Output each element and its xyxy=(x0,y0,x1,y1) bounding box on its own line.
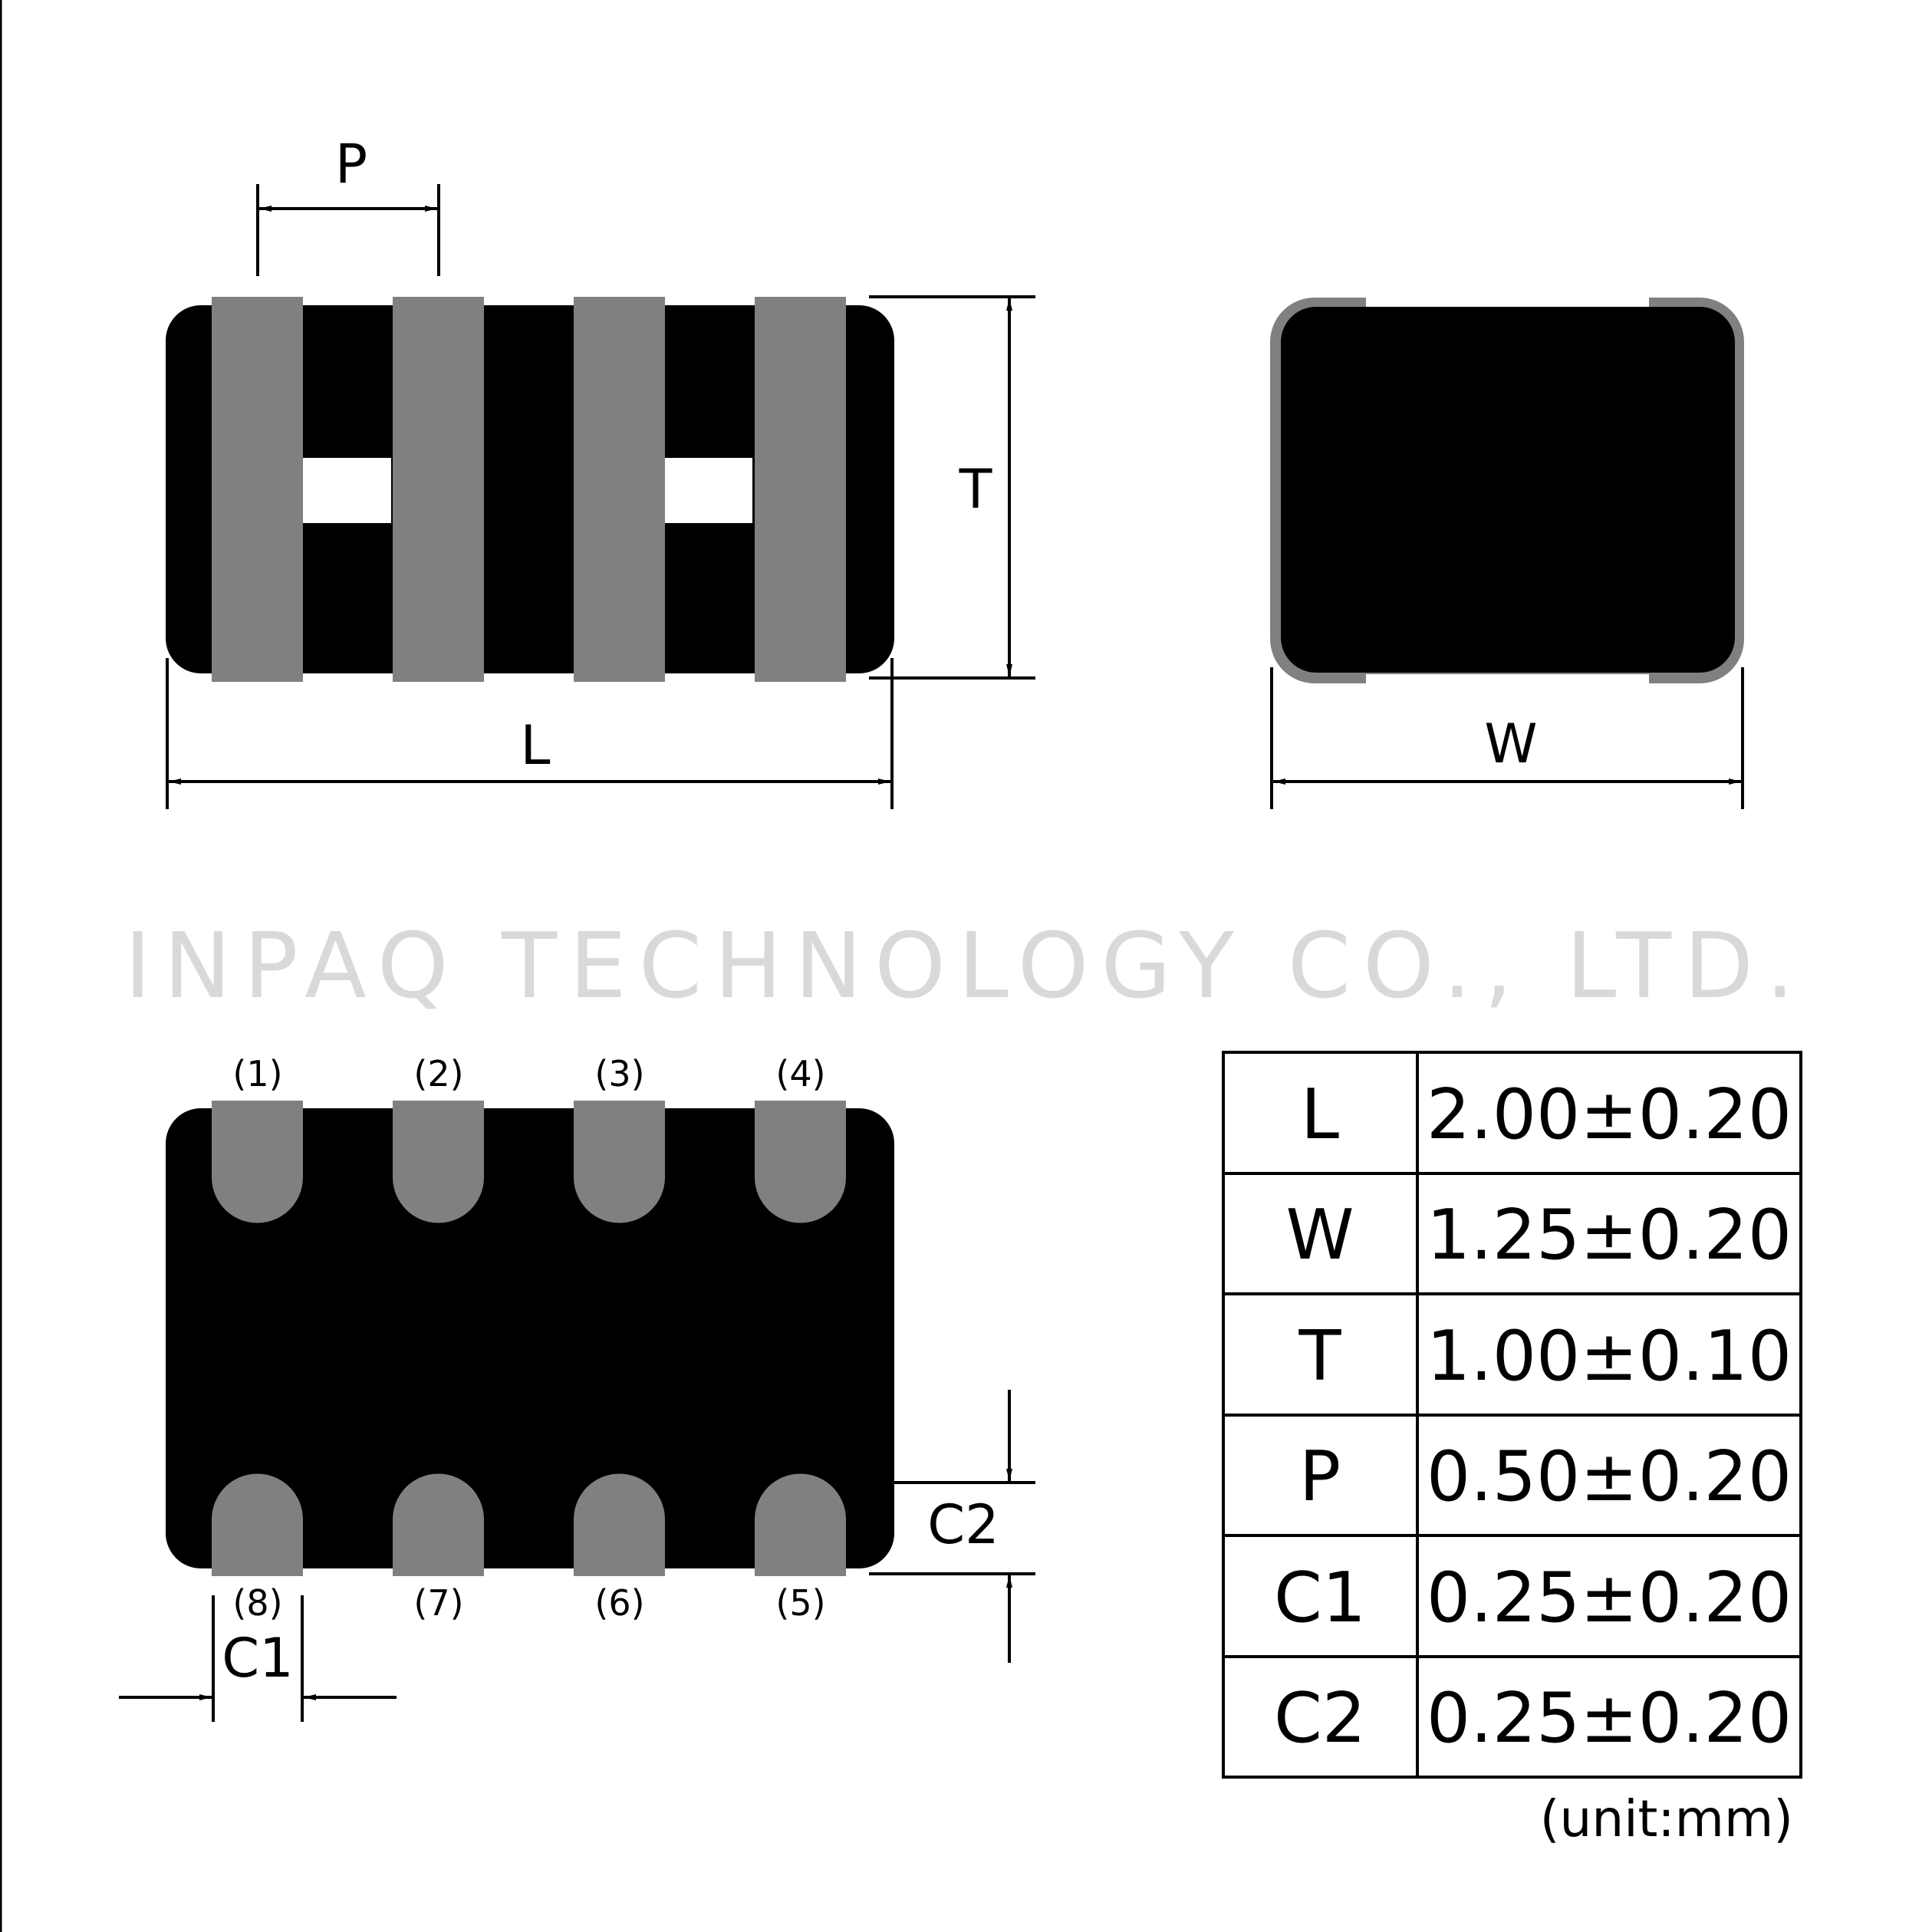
electrode xyxy=(755,297,846,682)
pin-label: (1) xyxy=(232,1053,282,1094)
electrode xyxy=(574,297,665,682)
bottom-view: (1) (2) (3) (4) (8) (7) (6) (5) C1 C2 xyxy=(119,1053,1035,1722)
chip-body xyxy=(166,305,894,673)
end-view: W xyxy=(1270,294,1744,809)
table-value: 1.25±0.20 xyxy=(1427,1195,1792,1275)
gap-window xyxy=(303,458,391,523)
pad-1 xyxy=(212,1101,303,1223)
termination-gap xyxy=(1366,294,1649,308)
table-key: L xyxy=(1301,1075,1339,1155)
chip-body-bottom xyxy=(166,1108,894,1568)
table-value: 0.25±0.20 xyxy=(1427,1678,1792,1759)
table-key: C2 xyxy=(1274,1678,1366,1759)
pad-3 xyxy=(574,1101,665,1223)
label-p: P xyxy=(335,133,367,196)
pad-8 xyxy=(212,1473,303,1576)
pad-7 xyxy=(393,1473,484,1576)
table-key: C1 xyxy=(1274,1558,1366,1638)
watermark-text: INPAQ TECHNOLOGY CO., LTD. xyxy=(124,913,1806,1019)
pin-label: (8) xyxy=(232,1582,282,1624)
pad-6 xyxy=(574,1473,665,1576)
pin-label: (3) xyxy=(594,1053,644,1094)
electrode xyxy=(393,297,484,682)
electrode xyxy=(212,297,303,682)
chip-body-end xyxy=(1281,307,1735,673)
label-c2: C2 xyxy=(927,1493,999,1556)
pad-4 xyxy=(755,1101,846,1223)
termination-gap xyxy=(1366,674,1649,688)
gap-window xyxy=(664,458,752,523)
label-c1: C1 xyxy=(222,1627,293,1690)
pin-label: (2) xyxy=(413,1053,463,1094)
pin-label: (5) xyxy=(775,1582,825,1624)
table-key: P xyxy=(1299,1437,1341,1517)
label-l: L xyxy=(521,714,551,777)
pin-label: (7) xyxy=(413,1582,463,1624)
label-w: W xyxy=(1484,713,1537,775)
pin-label: (6) xyxy=(594,1582,644,1624)
dimension-table: L 2.00±0.20 W 1.25±0.20 T 1.00±0.10 P 0.… xyxy=(1222,1051,1802,1779)
pad-2 xyxy=(393,1101,484,1223)
table-value: 0.25±0.20 xyxy=(1427,1558,1792,1638)
table-key: W xyxy=(1286,1195,1354,1275)
unit-note: (unit:mm) xyxy=(1540,1789,1793,1848)
table-key: T xyxy=(1298,1316,1342,1397)
table-value: 2.00±0.20 xyxy=(1427,1075,1792,1155)
label-t: T xyxy=(959,458,992,521)
pad-5 xyxy=(755,1473,846,1576)
top-view: P T L xyxy=(166,133,1035,809)
table-value: 0.50±0.20 xyxy=(1427,1437,1792,1517)
pin-label: (4) xyxy=(775,1053,825,1094)
table-value: 1.00±0.10 xyxy=(1427,1316,1792,1397)
